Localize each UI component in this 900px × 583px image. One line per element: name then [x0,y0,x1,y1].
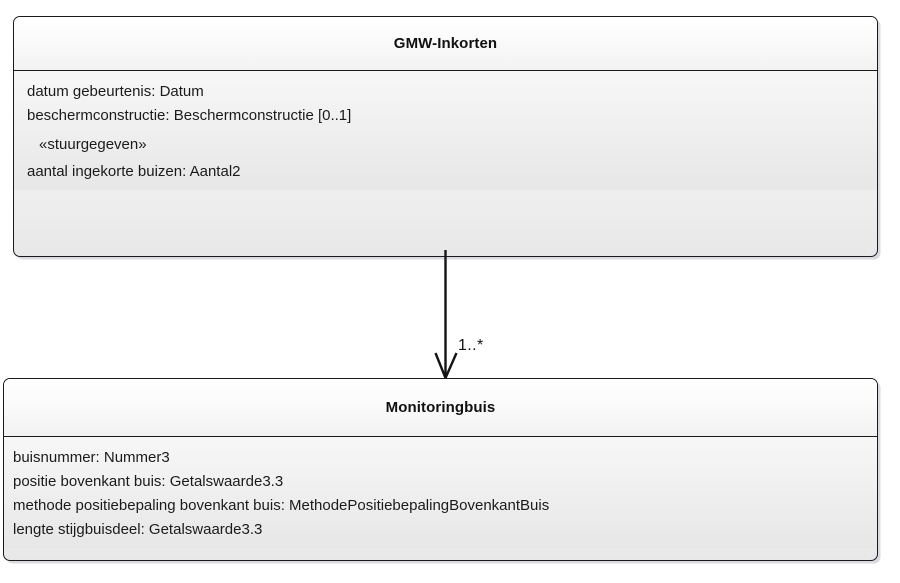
class-attribute: beschermconstructie: Beschermconstructie… [27,107,352,124]
class-name-monitoringbuis: Monitoringbuis [385,399,496,416]
class-attributes-monitoringbuis: buisnummer: Nummer3 positie bovenkant bu… [4,437,877,548]
class-attribute: datum gebeurtenis: Datum [27,83,204,100]
class-attributes-gmw-inkorten: datum gebeurtenis: Datum beschermconstru… [14,71,877,190]
class-box-gmw-inkorten[interactable]: GMW-Inkorten datum gebeurtenis: Datum be… [13,16,878,257]
class-attribute: aantal ingekorte buizen: Aantal2 [27,163,241,180]
class-header-monitoringbuis: Monitoringbuis [4,379,877,437]
class-attribute: methode positiebepaling bovenkant buis: … [13,497,550,514]
association-multiplicity-label: 1..* [458,337,484,354]
class-header-gmw-inkorten: GMW-Inkorten [14,17,877,71]
open-arrowhead-icon [434,352,458,382]
class-box-monitoringbuis[interactable]: Monitoringbuis buisnummer: Nummer3 posit… [3,378,878,561]
class-stereotype-stuurgegeven: «stuurgegeven» [39,136,147,153]
class-attribute: positie bovenkant buis: Getalswaarde3.3 [13,473,284,490]
association-connector-gmw-inkorten-to-monitoringbuis [434,250,458,382]
class-attribute: lengte stijgbuisdeel: Getalswaarde3.3 [13,521,263,538]
class-name-gmw-inkorten: GMW-Inkorten [393,35,498,52]
class-attribute: buisnummer: Nummer3 [13,449,170,466]
